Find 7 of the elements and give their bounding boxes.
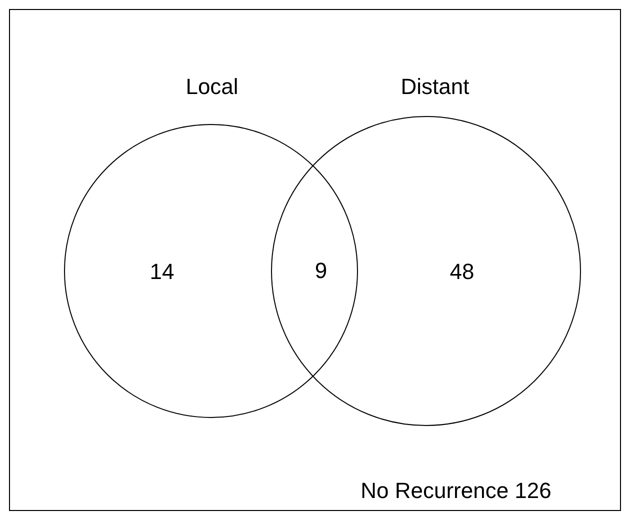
count-label: 48 (450, 261, 474, 283)
outside-count-label: No Recurrence 126 (360, 480, 552, 502)
frame-box (9, 9, 621, 511)
set-label: Local (186, 76, 238, 98)
overlap-count-label: 9 (314, 260, 328, 282)
set-label: Distant (400, 76, 470, 98)
count-label: 14 (150, 261, 174, 283)
